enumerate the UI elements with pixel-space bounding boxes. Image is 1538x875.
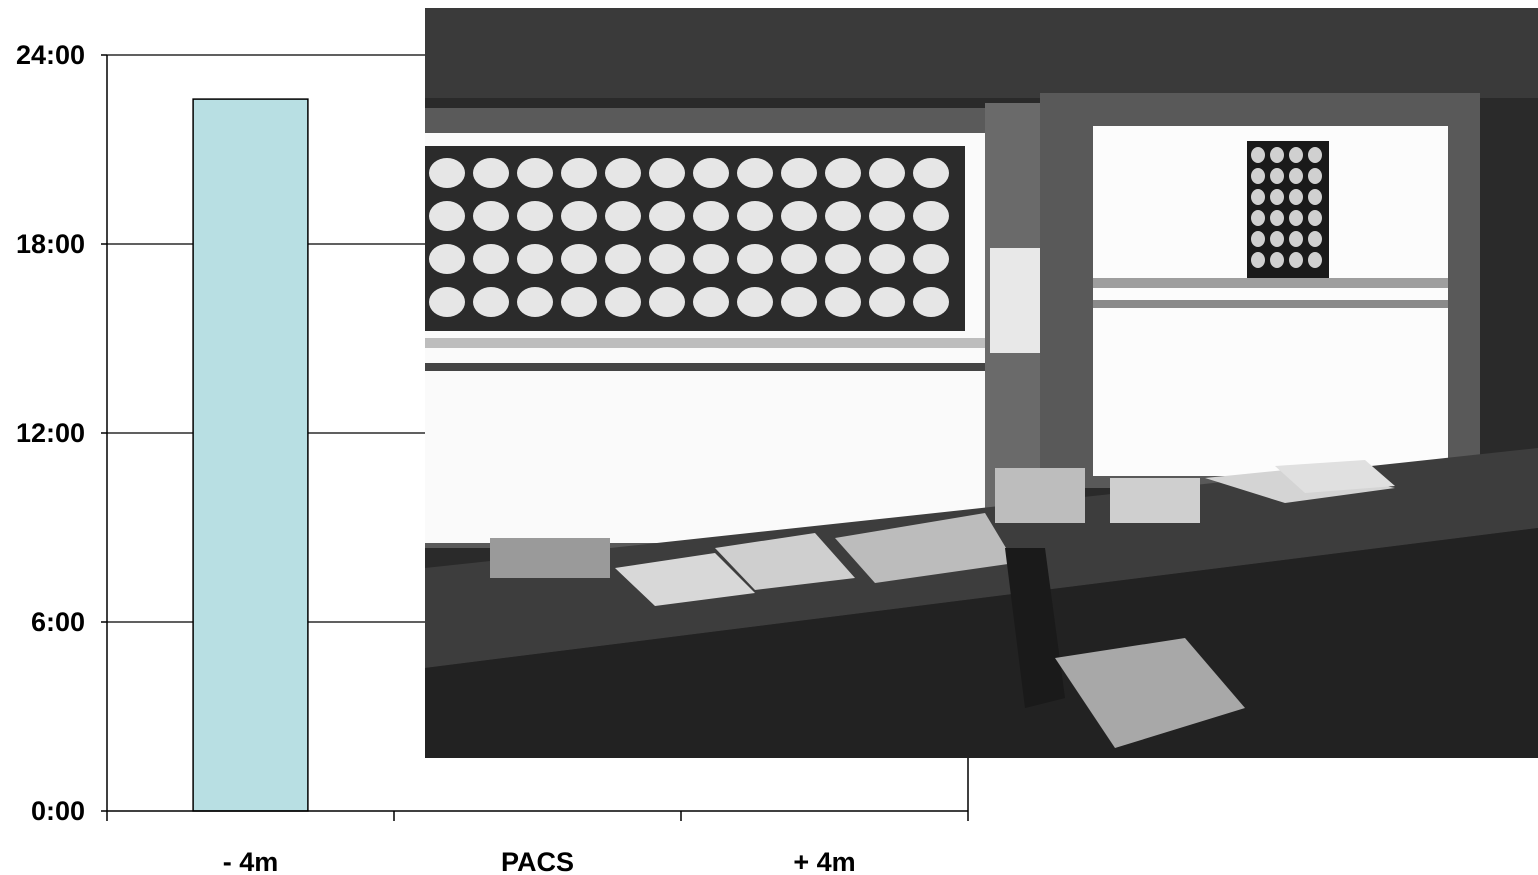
film-scan [1289, 231, 1303, 247]
bar [192, 98, 309, 812]
film-scan [649, 287, 685, 317]
film-scan [649, 201, 685, 231]
film-scan [693, 158, 729, 188]
x-tick-label: PACS [501, 847, 574, 875]
film-scan [605, 201, 641, 231]
film-scan [1308, 189, 1322, 205]
film-scan [693, 287, 729, 317]
y-tick-label: 12:00 [16, 418, 85, 448]
film-scan [1308, 147, 1322, 163]
film-scan [649, 244, 685, 274]
film-scan [1289, 210, 1303, 226]
film-scan [1251, 168, 1265, 184]
bars [192, 98, 309, 812]
film-scan [429, 158, 465, 188]
film-scan [1289, 252, 1303, 268]
y-tick-label: 24:00 [16, 40, 85, 70]
film-scan [517, 287, 553, 317]
film-scan [825, 158, 861, 188]
film-scan [517, 158, 553, 188]
film-scan [737, 201, 773, 231]
film-scan [561, 201, 597, 231]
film-scan [1270, 210, 1284, 226]
y-ticks: 0:00 6:00 12:00 18:00 24:00 [16, 40, 107, 826]
film-scan [825, 287, 861, 317]
film-scan [781, 201, 817, 231]
film-scan [473, 244, 509, 274]
film-scan [737, 244, 773, 274]
film-scan [1270, 189, 1284, 205]
film-scan [781, 158, 817, 188]
film-scan [913, 201, 949, 231]
x-tick-label: + 4m [793, 847, 855, 875]
film-scan [1308, 168, 1322, 184]
film-scan [913, 158, 949, 188]
film-scan [649, 158, 685, 188]
reading-room-photo [425, 8, 1538, 758]
film-scan [1251, 231, 1265, 247]
film-scan [781, 244, 817, 274]
film-scan [605, 244, 641, 274]
film-scan [1289, 147, 1303, 163]
film-scan [473, 158, 509, 188]
film-scan [517, 244, 553, 274]
film-scan [1308, 231, 1322, 247]
film-scan [869, 287, 905, 317]
film-scan [1270, 147, 1284, 163]
x-tick-label: - 4m [223, 847, 279, 875]
film-scan [605, 158, 641, 188]
film-scan [1251, 252, 1265, 268]
y-tick-label: 6:00 [31, 607, 85, 637]
film-scan [1251, 210, 1265, 226]
film-scan [605, 287, 641, 317]
film-scan [869, 201, 905, 231]
film-scan [429, 287, 465, 317]
film-scan [473, 201, 509, 231]
film-scan [429, 244, 465, 274]
film-scan [1289, 168, 1303, 184]
film-scan [1251, 189, 1265, 205]
film-scan [561, 158, 597, 188]
film-scan [825, 201, 861, 231]
film-scan [1289, 189, 1303, 205]
film-scan [473, 287, 509, 317]
film-scan [781, 287, 817, 317]
x-ticks: - 4m PACS + 4m [106, 811, 969, 875]
film-scan [517, 201, 553, 231]
film-scan [825, 244, 861, 274]
film-scan [869, 158, 905, 188]
film-scan [693, 201, 729, 231]
film-scan [1270, 231, 1284, 247]
y-tick-label: 0:00 [31, 796, 85, 826]
film-scan [1270, 168, 1284, 184]
film-scan [1270, 252, 1284, 268]
film-scan [1251, 147, 1265, 163]
film-scan [561, 287, 597, 317]
film-scan [737, 158, 773, 188]
film-scan [913, 287, 949, 317]
film-scan [1308, 210, 1322, 226]
film-scan [561, 244, 597, 274]
film-scan [913, 244, 949, 274]
film-scan [693, 244, 729, 274]
film-scan [1308, 252, 1322, 268]
film-scan [429, 201, 465, 231]
film-scan [737, 287, 773, 317]
film-scan [869, 244, 905, 274]
y-tick-label: 18:00 [16, 229, 85, 259]
